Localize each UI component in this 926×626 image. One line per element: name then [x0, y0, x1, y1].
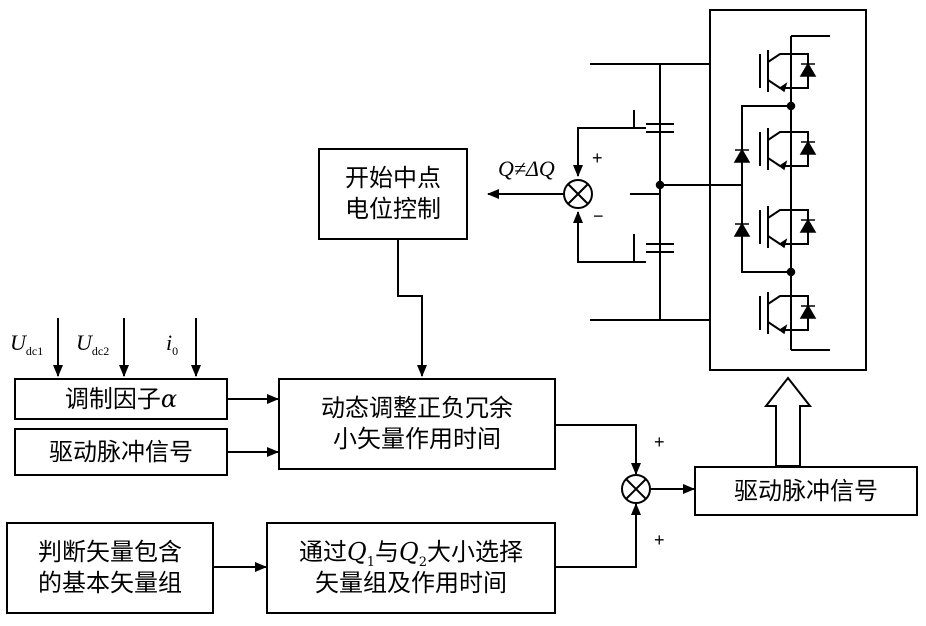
upper-voltage-sense: [573, 127, 634, 177]
freewheel-diode-3: [799, 218, 817, 233]
select-post-text: 大小选择: [426, 538, 523, 567]
select-to-summer-arrow: [556, 503, 641, 568]
neutral-potential-control-block: 开始中点 电位控制: [318, 148, 468, 240]
neutral-control-line2: 电位控制: [345, 195, 441, 223]
lower-capacitor-lead: [633, 234, 646, 263]
adjust-to-summer-arrow: [556, 424, 641, 475]
dynamic-adjust-line1: 动态调整正负冗余: [321, 394, 513, 423]
i0-label: i0: [166, 330, 179, 358]
hollow-up-arrow: [763, 376, 813, 467]
freewheel-diode-2: [799, 140, 817, 155]
modulation-factor-text: 调制因子: [64, 384, 161, 413]
freewheel-diode-1: [799, 62, 817, 77]
summer-plus-bottom: +: [654, 530, 665, 550]
q-not-equal-label: Q≠ΔQ: [498, 156, 555, 181]
comparator-plus-sign: +: [592, 148, 603, 168]
select-pre-text: 通过: [299, 538, 348, 567]
igbt-1: [759, 50, 809, 92]
judge-vector-block: 判断矢量包含 的基本矢量组: [6, 522, 214, 614]
select-mid-text: 与: [375, 538, 399, 567]
neutral-node: [655, 180, 665, 190]
judge-vector-line1: 判断矢量包含: [38, 538, 182, 567]
q1-subscript: 1: [366, 555, 375, 571]
freewheel-diode-4: [799, 304, 817, 319]
drive-pulse-output-block: 驱动脉冲信号: [694, 466, 918, 516]
dynamic-adjust-line2: 小矢量作用时间: [333, 425, 501, 453]
upper-capacitor-lead: [633, 110, 646, 129]
drive-pulse-output-text: 驱动脉冲信号: [734, 476, 878, 505]
drive-pulse-input-block: 驱动脉冲信号: [14, 428, 228, 476]
inverter-frame: [709, 9, 867, 371]
udc2-label: Udc2: [76, 330, 110, 358]
q2-subscript: 2: [418, 555, 427, 571]
clamp-branch: [741, 105, 791, 273]
dynamic-adjust-block: 动态调整正负冗余 小矢量作用时间: [278, 378, 556, 470]
comparator-minus-sign: −: [593, 206, 604, 226]
neutral-control-line1: 开始中点: [345, 164, 441, 193]
clamp-diode-upper: [733, 148, 751, 163]
select-vector-group-block: 通过Q1与Q2大小选择 矢量组及作用时间: [266, 522, 556, 614]
lower-voltage-sense: [573, 211, 634, 263]
drive-pulse-input-text: 驱动脉冲信号: [49, 437, 193, 466]
clamp-diode-lower: [733, 222, 751, 237]
udc1-label: Udc1: [10, 330, 44, 358]
q2-symbol: Q: [399, 538, 419, 567]
select-vector-line2: 矢量组及作用时间: [315, 569, 507, 597]
judge-vector-line2: 的基本矢量组: [38, 569, 182, 597]
summer-plus-top: +: [654, 432, 665, 452]
control-to-adjust-arrow: [397, 240, 427, 377]
q1-symbol: Q: [347, 538, 367, 567]
select-vector-line1: 通过Q1与Q2大小选择: [299, 537, 523, 571]
alpha-symbol: α: [160, 384, 178, 413]
